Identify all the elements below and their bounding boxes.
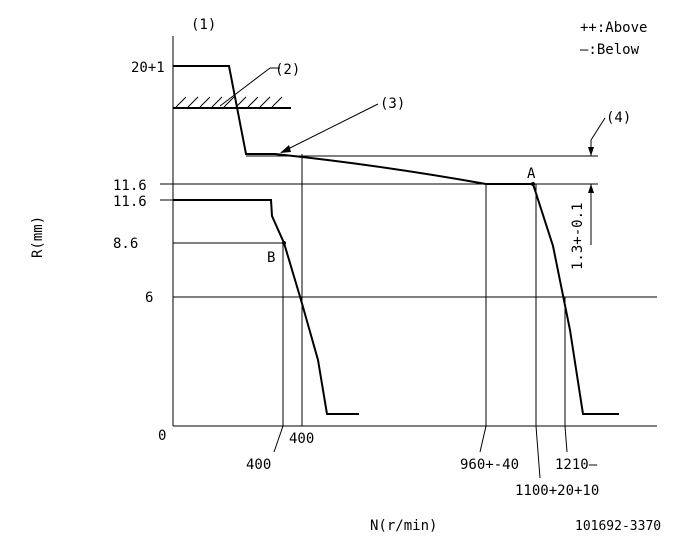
callout-4: (4) xyxy=(606,110,631,126)
callout-2-leader xyxy=(219,67,271,107)
legend-above: ++:Above xyxy=(580,20,647,36)
lower-curve xyxy=(173,199,359,415)
x-label-400: 400 xyxy=(289,431,314,447)
y-axis-title: R(mm) xyxy=(30,216,46,258)
callout-4-leader xyxy=(590,117,606,141)
callout-3-leader xyxy=(281,103,379,153)
x-label-1210: 1210— xyxy=(555,457,598,473)
y-label-8-6: 8.6 xyxy=(113,236,138,252)
leader-400-b xyxy=(273,425,284,453)
y-label-11-6-upper: 11.6 xyxy=(113,178,147,194)
x-label-400-b: 400 xyxy=(246,457,271,473)
leader-1210 xyxy=(564,425,568,453)
leader-1100 xyxy=(535,425,541,479)
y-label-6: 6 xyxy=(145,290,153,306)
point-b-marker xyxy=(282,241,286,245)
dimension-label: 1.3+-0.1 xyxy=(570,203,586,270)
point-a-marker xyxy=(531,182,535,186)
x-axis-title: N(r/min) xyxy=(370,518,437,534)
upper-curve xyxy=(173,65,619,415)
origin-label: 0 xyxy=(158,428,166,444)
x-label-1100: 1100+20+10 xyxy=(515,483,599,499)
leader-960 xyxy=(479,425,487,453)
point-b-label: B xyxy=(267,250,275,266)
part-number: 101692-3370 xyxy=(575,519,661,534)
callout-3-arrowhead xyxy=(280,145,291,153)
y-label-11-6-lower: 11.6 xyxy=(113,194,147,210)
point-a-label: A xyxy=(527,166,536,182)
callout-1: (1) xyxy=(191,17,216,33)
x-label-960: 960+-40 xyxy=(460,457,519,473)
stopper-hatching xyxy=(175,96,283,108)
legend-below: —:Below xyxy=(580,42,640,58)
callout-3: (3) xyxy=(380,96,405,112)
y-label-20: 20+1 xyxy=(131,60,165,76)
callout-2: (2) xyxy=(275,62,300,78)
